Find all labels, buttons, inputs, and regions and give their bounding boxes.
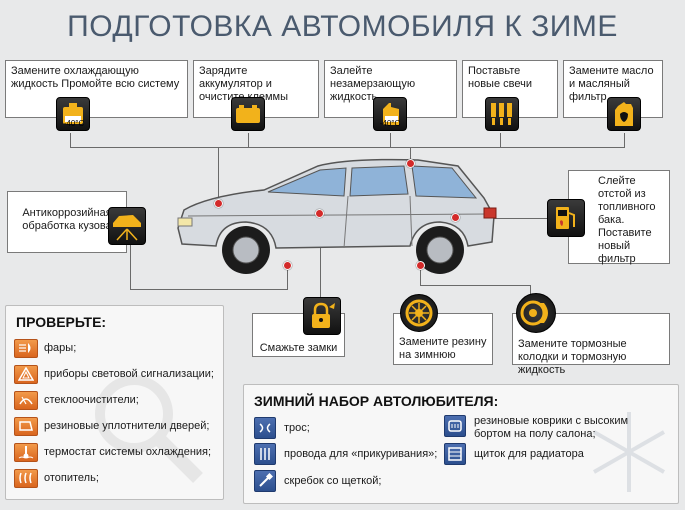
connector-line <box>500 133 501 148</box>
magnifier-icon <box>95 375 203 483</box>
tow-rope-icon <box>254 417 276 439</box>
tire-icon <box>400 294 438 332</box>
kit-item-label: скребок со щеткой; <box>284 475 382 487</box>
connector-line <box>420 285 530 286</box>
washer-badge: -40°C <box>379 119 401 128</box>
kit-item: резиновые коврики с высоким бортом на по… <box>444 415 644 441</box>
kit-item: скребок со щеткой; <box>254 470 381 492</box>
check-item-label: стеклоочистители; <box>44 394 139 406</box>
check-item-label: резиновые уплотнители дверей; <box>44 420 210 432</box>
lock-icon <box>303 297 341 335</box>
callout-brakes: Замените тормозные колодки и тормозную ж… <box>512 313 670 376</box>
connector-line <box>390 133 391 148</box>
snowflake-icon <box>593 412 665 492</box>
check-item-label: отопитель; <box>44 472 99 484</box>
washer-fluid-icon <box>373 97 407 131</box>
connector-line <box>320 214 321 298</box>
check-item: термостат системы охлаждения; <box>14 441 211 463</box>
kit-panel: ЗИМНИЙ НАБОР АВТОЛЮБИТЕЛЯ: трос; провода… <box>243 384 679 504</box>
connector-line <box>420 265 421 285</box>
kit-item-label: провода для «прикуривания»; <box>284 448 438 460</box>
door-seal-icon <box>14 416 38 436</box>
heater-icon <box>14 468 38 488</box>
connector-line <box>248 133 249 148</box>
callout-text: Залейте незамерзающую жидкость <box>330 65 416 103</box>
marker-dot <box>451 213 460 222</box>
scraper-brush-icon <box>254 470 276 492</box>
callout-text: Замените тормозные колодки и тормозную ж… <box>518 338 627 376</box>
callout-fuel: Слейте отстой из топливного бака. Постав… <box>568 170 670 265</box>
car-window <box>411 165 478 199</box>
kit-item-label: трос; <box>284 422 310 434</box>
connector-line <box>130 208 131 290</box>
check-item: отопитель; <box>14 467 99 489</box>
callout-text: Замените резину на зимнюю <box>399 336 487 361</box>
callout-text: Замените масло и масляный фильтр <box>569 65 654 103</box>
jumper-cables-icon <box>254 443 276 465</box>
kit-item-label: щиток для радиатора <box>474 448 584 460</box>
connector-line <box>70 147 625 148</box>
kit-heading: ЗИМНИЙ НАБОР АВТОЛЮБИТЕЛЯ: <box>254 393 499 409</box>
warning-triangle-icon <box>14 364 38 384</box>
connector-line <box>624 133 625 148</box>
callout-text: Слейте отстой из топливного бака. Постав… <box>598 175 656 265</box>
connector-line <box>218 147 219 203</box>
wiper-icon <box>14 390 38 410</box>
brake-disc-icon <box>516 293 556 333</box>
connector-line <box>410 147 411 163</box>
marker-dot <box>283 261 292 270</box>
headlight-icon <box>14 338 38 358</box>
kit-item: провода для «прикуривания»; <box>254 443 437 465</box>
connector-line <box>130 289 288 290</box>
floor-mat-icon <box>444 415 466 437</box>
marker-dot <box>406 159 415 168</box>
check-item: приборы световой сигнализации; <box>14 363 214 385</box>
radiator-shield-icon <box>444 443 466 465</box>
check-item-label: термостат системы охлаждения; <box>44 446 212 458</box>
page-title: ПОДГОТОВКА АВТОМОБИЛЯ К ЗИМЕ <box>67 10 618 43</box>
marker-dot <box>214 199 223 208</box>
connector-line <box>456 218 568 219</box>
coolant-badge: -40°C <box>63 119 85 128</box>
callout-text: Замените охлаждающую жидкость Промойте в… <box>11 65 180 90</box>
check-heading: ПРОВЕРЬТЕ: <box>16 314 107 330</box>
callout-text: Поставьте новые свечи <box>468 65 532 90</box>
spark-plug-icon <box>485 97 519 131</box>
kit-item: трос; <box>254 417 310 439</box>
callout-text: Антикоррозийная обработка кузова <box>22 207 112 232</box>
callout-tires: Замените резину на зимнюю <box>393 313 493 365</box>
kit-item-label: резиновые коврики с высоким бортом на по… <box>474 415 629 440</box>
fuel-pump-icon <box>547 199 585 237</box>
connector-line <box>287 266 288 290</box>
connector-line <box>530 285 531 297</box>
battery-icon <box>231 97 265 131</box>
car-spray-icon <box>108 207 146 245</box>
car-window <box>349 165 409 197</box>
thermostat-icon <box>14 442 38 462</box>
check-item: фары; <box>14 337 76 359</box>
kit-item: щиток для радиатора <box>444 443 584 465</box>
car-window <box>267 167 347 197</box>
check-item: стеклоочистители; <box>14 389 139 411</box>
callout-text: Смажьте замки <box>259 342 338 354</box>
connector-line <box>70 133 71 148</box>
check-panel: ПРОВЕРЬТЕ: фары; приборы световой сигнал… <box>5 305 224 500</box>
check-item-label: фары; <box>44 342 77 354</box>
marker-dot <box>315 209 324 218</box>
check-item: резиновые уплотнители дверей; <box>14 415 209 437</box>
callout-battery: Зарядите аккумулятор и очистите клеммы <box>193 60 319 118</box>
callout-anticorrosion: Антикоррозийная обработка кузова <box>7 191 127 253</box>
marker-dot <box>416 261 425 270</box>
callout-coolant: Замените охлаждающую жидкость Промойте в… <box>5 60 188 118</box>
coolant-icon <box>56 97 90 131</box>
car-illustration <box>177 158 497 274</box>
oil-can-icon <box>607 97 641 131</box>
check-item-label: приборы световой сигнализации; <box>44 368 214 380</box>
